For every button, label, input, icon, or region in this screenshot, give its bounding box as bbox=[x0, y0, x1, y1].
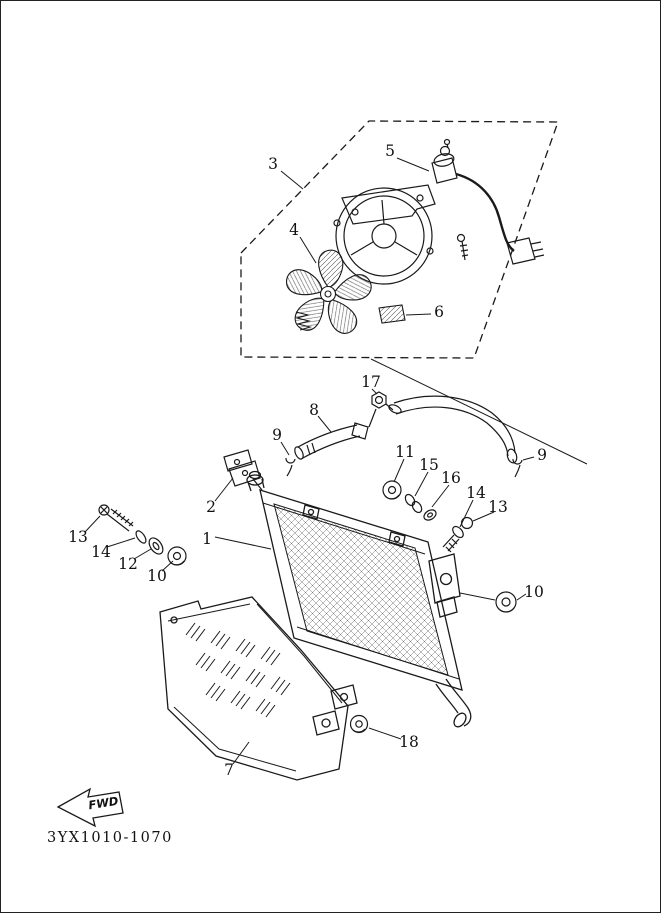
callout-12: 12 bbox=[118, 555, 138, 573]
callout-10-left: 10 bbox=[147, 567, 167, 585]
radiator-side-bracket bbox=[428, 553, 461, 618]
callout-9-right: 9 bbox=[537, 446, 547, 464]
callout-3: 3 bbox=[268, 155, 278, 173]
hose-clip-right bbox=[512, 458, 523, 478]
collar-10-left bbox=[167, 546, 187, 566]
wire-connector bbox=[506, 237, 536, 265]
fan-assembly-box bbox=[240, 120, 559, 359]
fwd-label: FWD bbox=[87, 794, 119, 813]
leader-lines bbox=[84, 157, 588, 765]
callout-labels: 3 5 4 6 17 8 9 9 11 15 16 14 13 2 1 13 1… bbox=[68, 142, 547, 779]
fwd-arrow-outline bbox=[56, 787, 124, 828]
collar-15 bbox=[404, 493, 423, 514]
grommet-18 bbox=[349, 714, 369, 734]
callout-18: 18 bbox=[399, 733, 419, 751]
callout-14-right: 14 bbox=[466, 484, 486, 502]
callout-11: 11 bbox=[395, 443, 415, 461]
fwd-arrow: FWD bbox=[56, 787, 124, 828]
hose-fitting-17 bbox=[368, 391, 394, 428]
outlet-pipe bbox=[435, 678, 472, 728]
washer-14-left bbox=[135, 530, 147, 544]
callout-15: 15 bbox=[419, 456, 439, 474]
part-code: 3YX1010-1070 bbox=[47, 830, 173, 846]
callout-7: 7 bbox=[224, 761, 234, 779]
callout-9-left: 9 bbox=[272, 426, 282, 444]
grommet-11 bbox=[382, 480, 402, 500]
callout-1: 1 bbox=[202, 530, 212, 548]
callout-13-right: 13 bbox=[488, 498, 508, 516]
hose-assembly bbox=[285, 391, 523, 478]
left-fasteners bbox=[98, 504, 187, 566]
bolt-13-left bbox=[98, 504, 134, 532]
washer-16 bbox=[423, 509, 437, 521]
grommet-12 bbox=[148, 537, 164, 555]
fan-spring bbox=[294, 311, 313, 331]
callout-8: 8 bbox=[309, 401, 319, 419]
cover-vents bbox=[185, 622, 291, 718]
callout-14-left: 14 bbox=[91, 543, 111, 561]
callout-13-left: 13 bbox=[68, 528, 88, 546]
grommet-10-right bbox=[495, 591, 517, 613]
callout-6: 6 bbox=[434, 303, 444, 321]
fan-blade bbox=[282, 249, 406, 339]
mount-pad bbox=[378, 304, 406, 324]
radiator bbox=[246, 470, 472, 728]
filler-neck bbox=[246, 470, 265, 492]
callout-17: 17 bbox=[361, 373, 381, 391]
callout-2: 2 bbox=[206, 498, 216, 516]
motor-screw bbox=[456, 233, 469, 261]
radiator-cover bbox=[159, 596, 349, 781]
bolt-13-right bbox=[442, 516, 474, 553]
motor-wire bbox=[455, 172, 515, 252]
callout-5: 5 bbox=[385, 142, 395, 160]
fan-motor bbox=[431, 157, 458, 184]
callout-4: 4 bbox=[289, 221, 299, 239]
radiator-bracket-2 bbox=[223, 449, 263, 491]
washer-14-right bbox=[452, 525, 464, 539]
hose-clip-left bbox=[285, 457, 296, 477]
callout-16: 16 bbox=[441, 469, 461, 487]
callout-10-right: 10 bbox=[524, 583, 544, 601]
cover-mount-ear bbox=[312, 710, 340, 736]
fan-motor-assembly bbox=[333, 138, 545, 285]
